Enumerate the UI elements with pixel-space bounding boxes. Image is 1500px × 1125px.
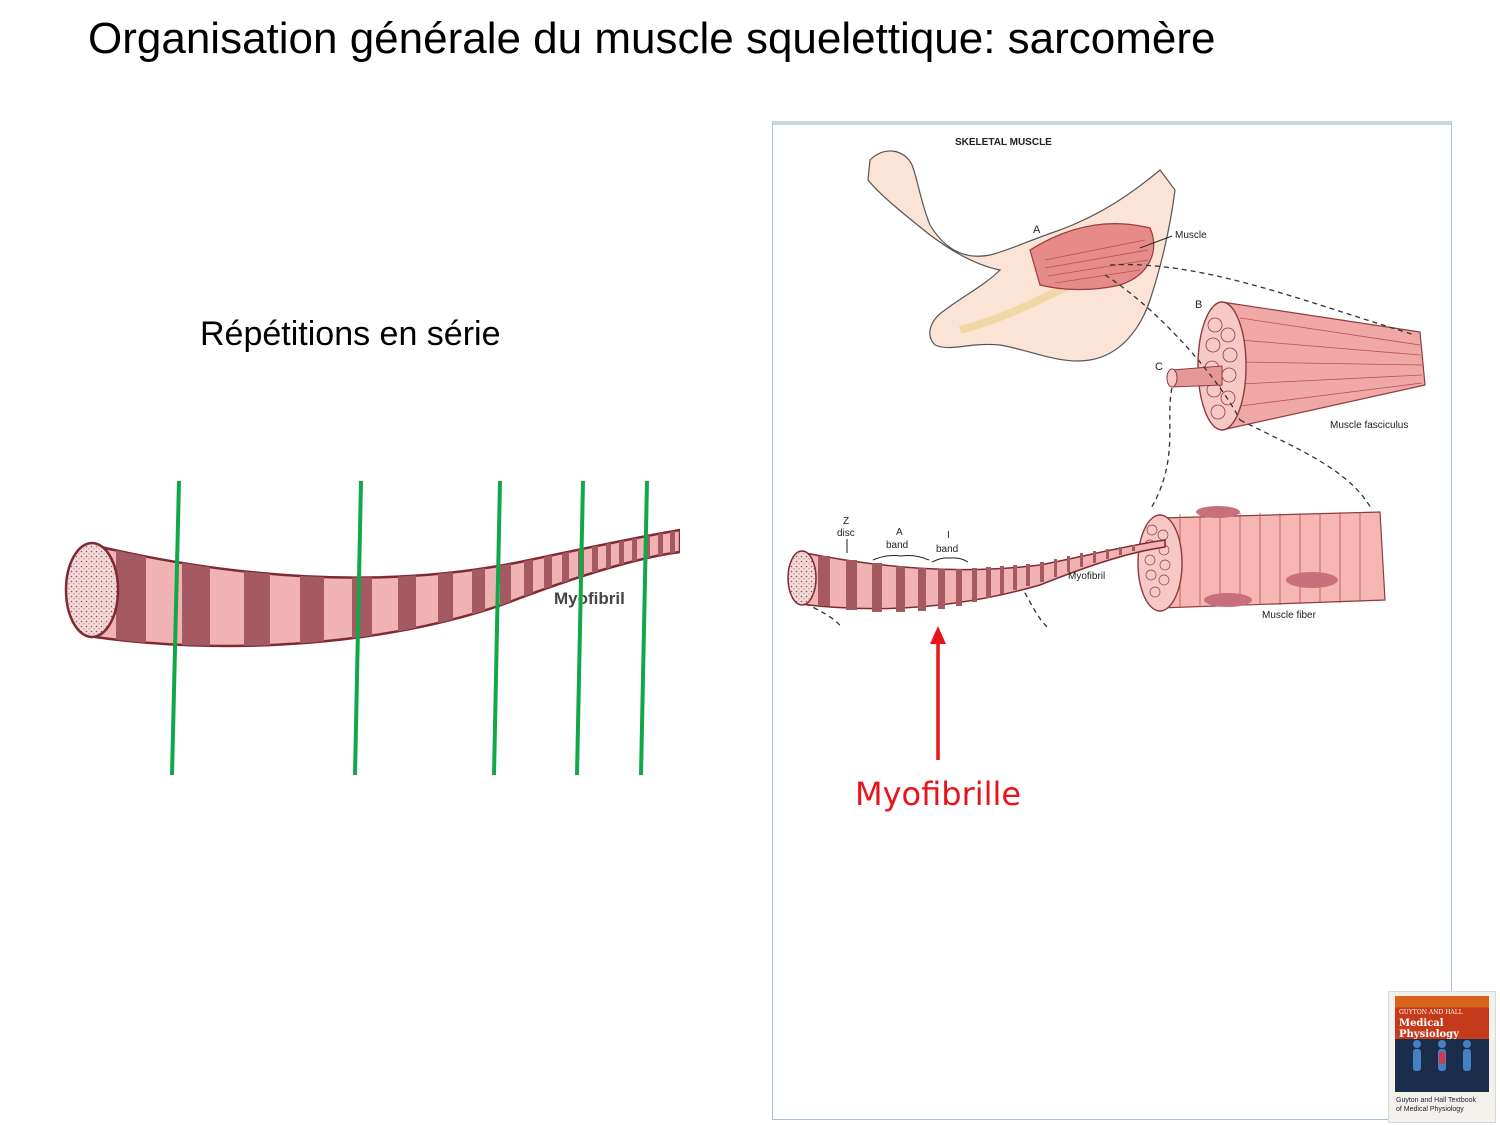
figure-heading: SKELETAL MUSCLE bbox=[955, 137, 1052, 148]
left-myofibril-figure: Myofibril bbox=[64, 480, 680, 776]
book-cover-line1: GUYTON AND HALL bbox=[1399, 1009, 1463, 1016]
label-myofibril: Myofibril bbox=[1068, 571, 1105, 582]
repeat-marker-line bbox=[353, 480, 363, 776]
muscle-fiber bbox=[1137, 506, 1386, 612]
book-cover-image: GUYTON AND HALL Medical Physiology bbox=[1395, 996, 1489, 1092]
muscle-fasciculus bbox=[1166, 301, 1426, 431]
label-z-disc-line1: Z bbox=[843, 516, 849, 527]
label-a-band-line1: A bbox=[896, 527, 903, 538]
band-braces bbox=[872, 555, 969, 563]
label-muscle-fasciculus: Muscle fasciculus bbox=[1330, 420, 1408, 431]
label-i-band-line1: I bbox=[947, 530, 950, 541]
label-muscle-fiber: Muscle fiber bbox=[1262, 610, 1317, 621]
slide-title: Organisation générale du muscle squelett… bbox=[88, 14, 1216, 63]
small-myofibril bbox=[787, 539, 1166, 612]
book-cover-line2: Medical Physiology bbox=[1399, 1018, 1459, 1040]
repeat-marker-line bbox=[170, 480, 181, 776]
skeletal-muscle-illustration: SKELETAL MUSCLE A Muscle bbox=[787, 137, 1426, 760]
arm-illustration bbox=[867, 150, 1176, 362]
repeat-marker-line bbox=[639, 480, 649, 776]
label-b: B bbox=[1195, 299, 1202, 311]
myofibril-label: Myofibril bbox=[554, 589, 625, 608]
repeat-marker-line bbox=[575, 480, 585, 776]
myofibrille-callout: Myofibrille bbox=[855, 775, 1022, 813]
label-a: A bbox=[1033, 224, 1041, 236]
book-caption-line2: of Medical Physiology bbox=[1396, 1106, 1464, 1113]
label-muscle: Muscle bbox=[1175, 230, 1207, 241]
textbook-cover-thumbnail: GUYTON AND HALL Medical Physiology Guyto… bbox=[1388, 991, 1496, 1123]
label-i-band-line2: band bbox=[936, 544, 958, 555]
muscle-pointer bbox=[1139, 235, 1173, 249]
book-cover-figures bbox=[1413, 1040, 1471, 1071]
callout-arrow bbox=[930, 626, 946, 760]
label-a-band-line2: band bbox=[886, 540, 908, 551]
label-c: C bbox=[1155, 361, 1163, 373]
label-z-disc-line2: disc bbox=[837, 528, 855, 539]
repeat-markers bbox=[170, 480, 649, 776]
repeat-marker-line bbox=[492, 480, 502, 776]
book-caption-line1: Guyton and Hall Textbook bbox=[1396, 1097, 1477, 1104]
subtitle: Répétitions en série bbox=[200, 315, 501, 353]
